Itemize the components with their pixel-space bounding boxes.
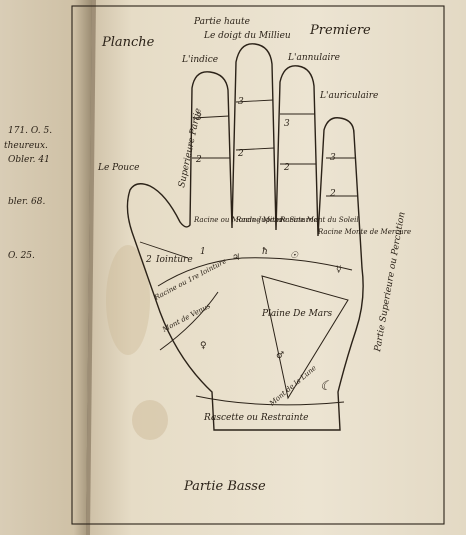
title-premiere: Premiere (309, 23, 371, 38)
label-mont-mercure: Racine Monte de Mercure (317, 228, 411, 236)
left-page-notes: 171. O. 5. theureux. Obler. 41 bler. 68.… (4, 126, 52, 261)
stain (132, 400, 168, 440)
svg-text:2: 2 (145, 255, 152, 265)
title-planche: Planche (101, 35, 155, 50)
palm-lines (157, 257, 353, 406)
page-frame (71, 5, 445, 525)
right-page (86, 0, 466, 535)
label-plaine-mars: Plaine De Mars (261, 309, 332, 319)
note-2: theureux. (4, 141, 48, 151)
svg-text:3: 3 (330, 153, 336, 163)
phalanx-numbers: 3 2 3 2 3 2 3 2 2 1 (145, 97, 336, 265)
label-partie-basse: Partie Basse (183, 479, 266, 494)
note-4: bler. 68. (8, 197, 45, 207)
title-partie-haute: Partie haute (193, 17, 250, 27)
title-doigt-millieu: Le doigt du Millieu (203, 31, 291, 41)
note-5: O. 25. (8, 251, 35, 261)
svg-text:3: 3 (196, 113, 202, 123)
label-rascette: Rascette ou Restrainte (203, 413, 308, 423)
left-page (0, 0, 92, 535)
sun-symbol-icon: ☉ (290, 251, 299, 261)
moon-symbol-icon: ☾ (320, 379, 332, 394)
label-mont-soleil: Racine Mont du Soleil (279, 216, 359, 224)
mercury-symbol-icon: ☿ (336, 265, 342, 275)
jupiter-symbol-icon: ♃ (232, 253, 240, 263)
svg-text:2: 2 (329, 189, 336, 199)
mars-symbol-icon: ♂ (276, 351, 284, 361)
label-annulaire: L'annulaire (287, 53, 340, 63)
gutter-shadow (86, 0, 96, 535)
label-mont-jupiter: Racine ou Monde Jupiter (193, 216, 283, 224)
venus-symbol-icon: ♀ (200, 341, 207, 351)
label-iointure: Iointure (155, 255, 193, 265)
hand-outline (126, 43, 364, 431)
stain (106, 245, 150, 355)
saturn-symbol-icon: ħ (262, 247, 268, 257)
svg-text:3: 3 (238, 97, 244, 107)
svg-text:1: 1 (200, 247, 206, 257)
label-indice: L'indice (181, 55, 218, 65)
finger-joints (139, 99, 358, 259)
note-3: Obler. 41 (8, 155, 50, 165)
svg-text:2: 2 (283, 163, 290, 173)
svg-text:2: 2 (237, 149, 244, 159)
svg-text:2: 2 (195, 155, 202, 165)
label-pouce: Le Pouce (97, 163, 139, 173)
note-1: 171. O. 5. (8, 126, 52, 136)
label-mont-saturne: Racine Monde Saturne (235, 216, 318, 224)
svg-text:3: 3 (284, 119, 290, 129)
label-auriculaire: L'auriculaire (319, 91, 378, 101)
